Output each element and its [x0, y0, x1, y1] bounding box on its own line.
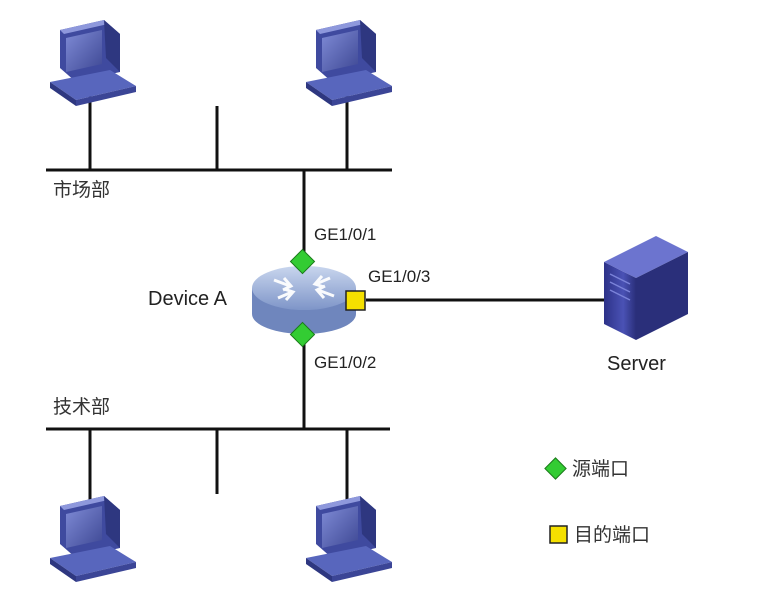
port-label-ge3: GE1/0/3 — [368, 267, 430, 286]
port-label-ge1: GE1/0/1 — [314, 225, 376, 244]
legend-dest-marker — [549, 525, 568, 544]
segment-label-top: 市场部 — [53, 179, 110, 201]
legend-dest-label: 目的端口 — [574, 524, 650, 546]
legend-source-label: 源端口 — [572, 458, 629, 480]
server-icon — [604, 236, 688, 340]
computer-icon — [50, 496, 136, 582]
source-port-marker-ge1 — [289, 248, 316, 275]
computer-icon — [50, 20, 136, 106]
segment-label-bottom: 技术部 — [53, 396, 110, 418]
port-label-ge2: GE1/0/2 — [314, 353, 376, 372]
computer-icon — [306, 20, 392, 106]
computer-icon — [306, 496, 392, 582]
server-label: Server — [607, 353, 666, 375]
dest-port-marker-ge3 — [345, 290, 366, 311]
router-icon — [252, 266, 356, 334]
legend-source-marker — [544, 457, 567, 480]
bottom-bus — [46, 427, 390, 500]
legend: 源端口 目的端口 — [544, 457, 650, 546]
device-label: Device A — [148, 288, 228, 310]
source-port-marker-ge2 — [289, 321, 316, 348]
top-bus — [46, 96, 392, 172]
